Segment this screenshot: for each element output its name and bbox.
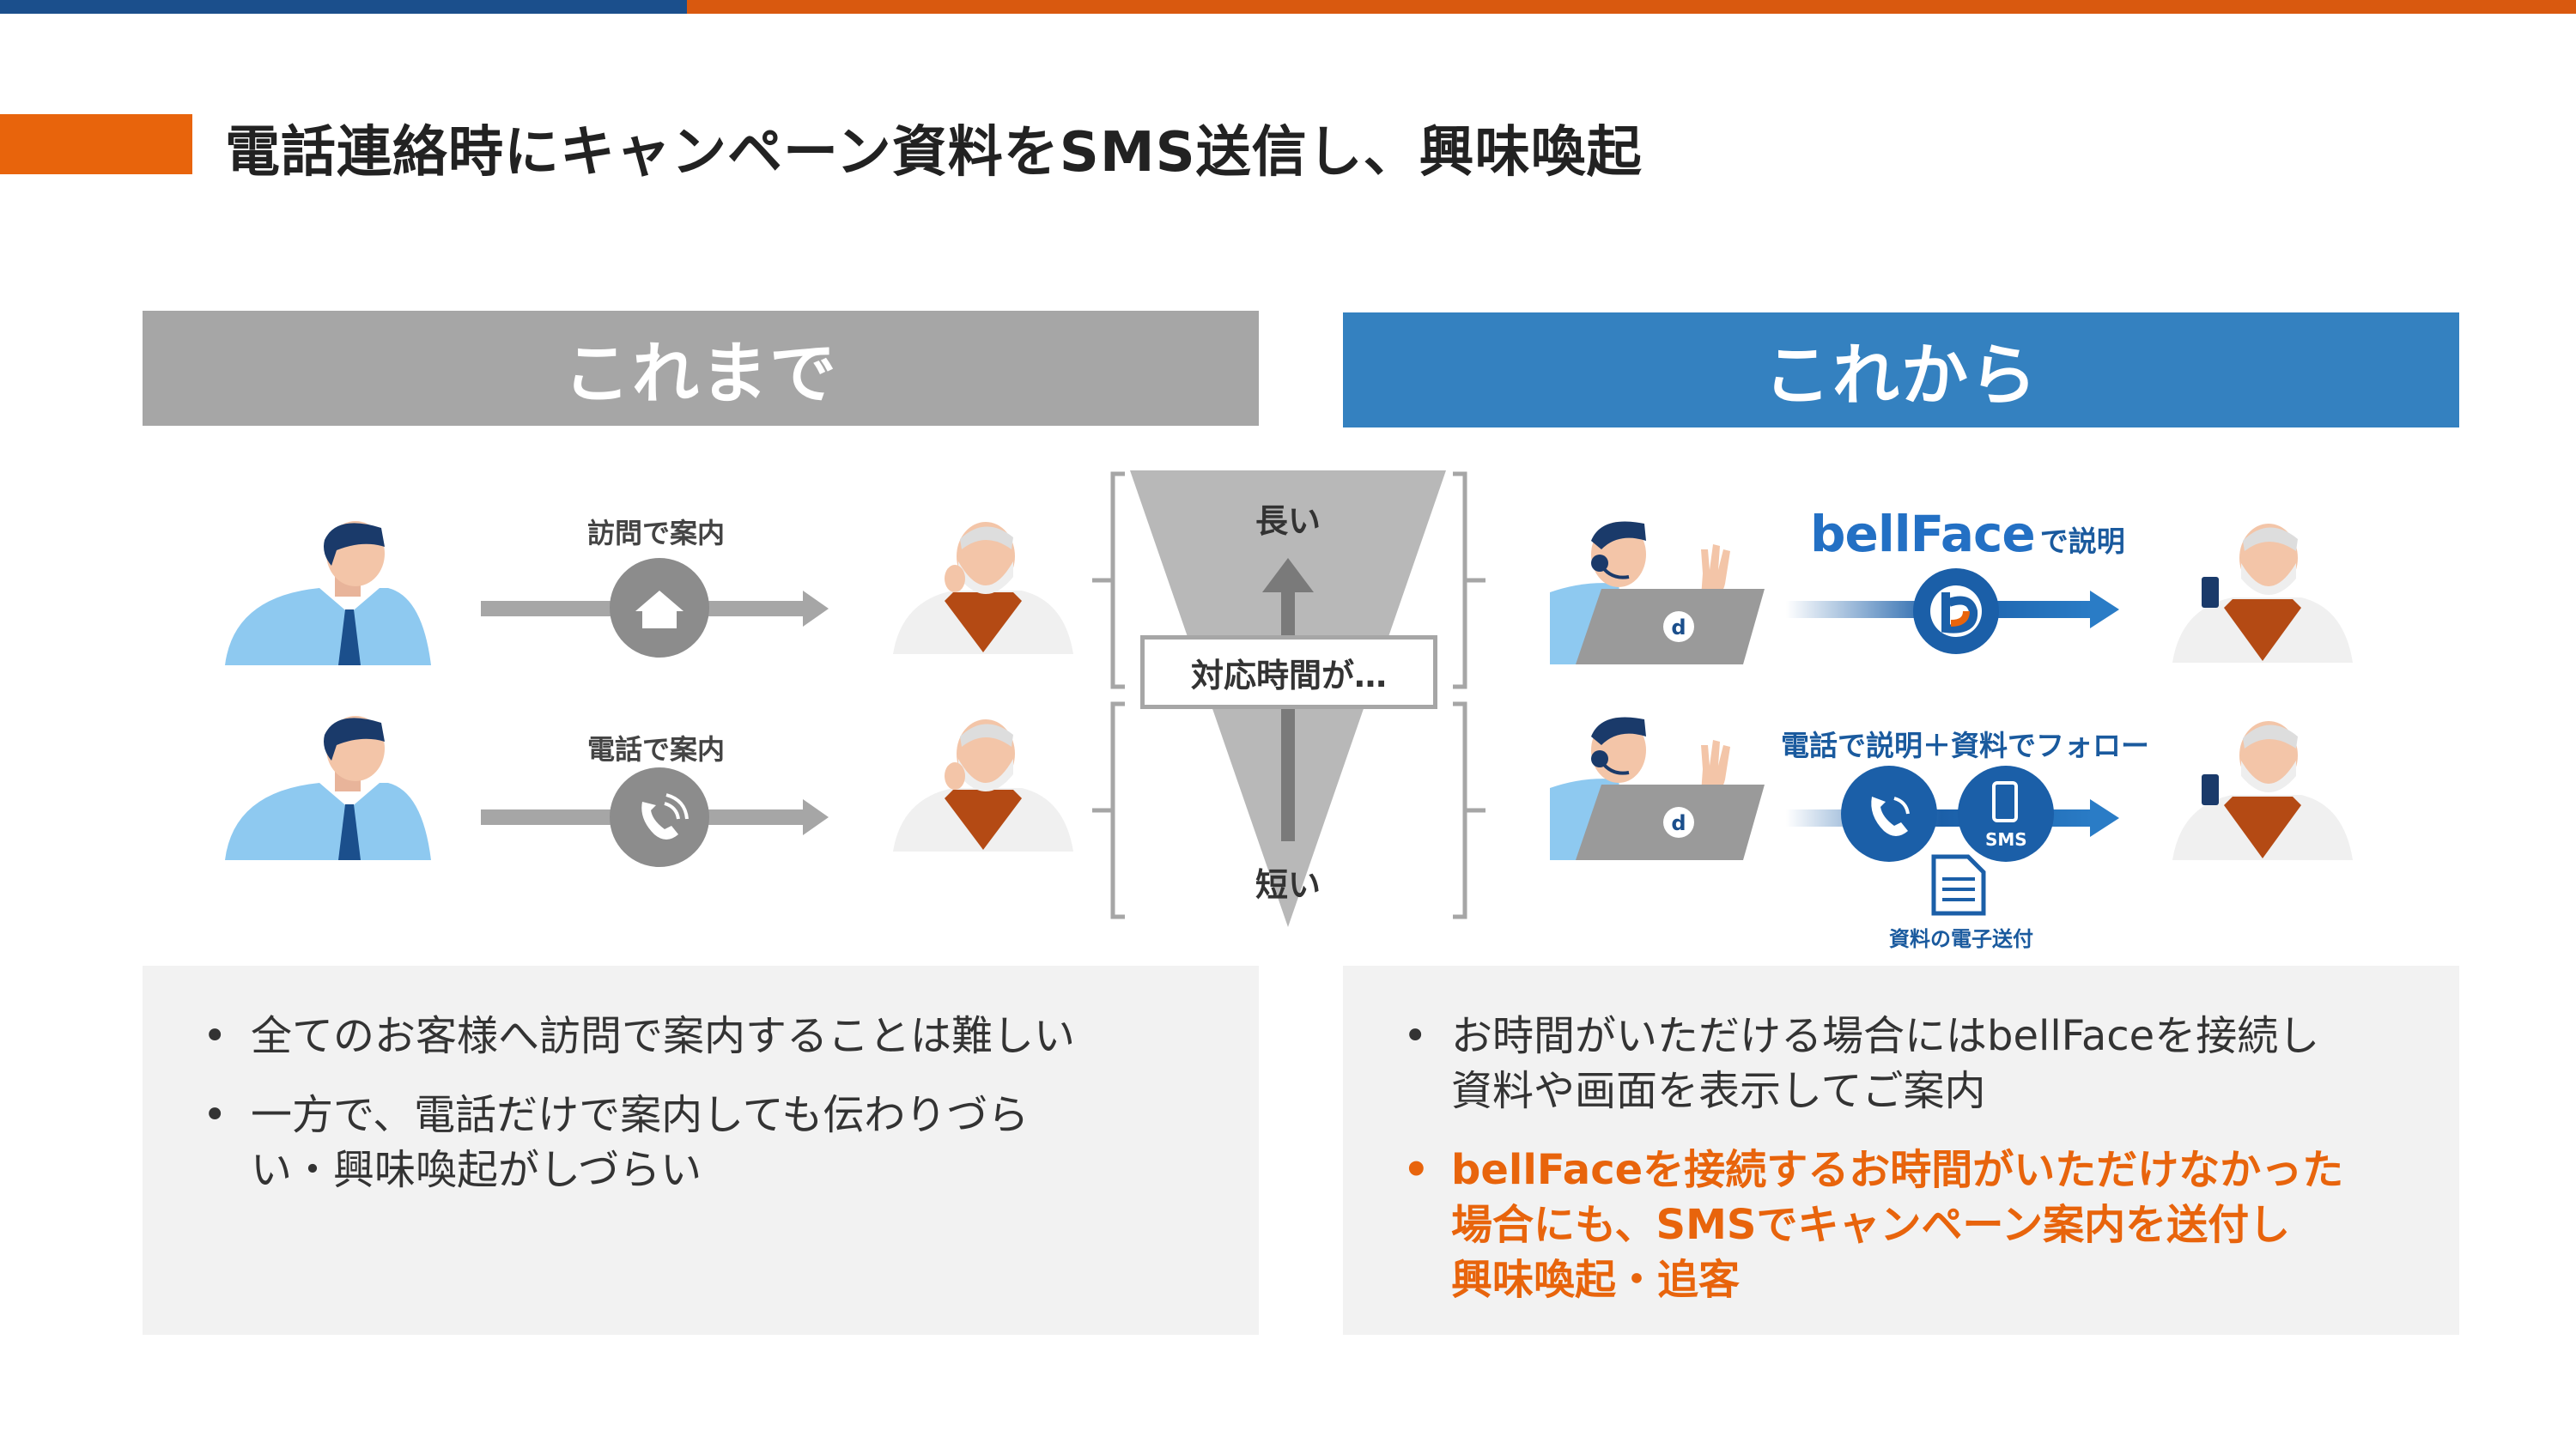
phone-label: 電話で案内 — [587, 733, 726, 766]
response-time-box: 対応時間が… — [1140, 635, 1437, 709]
arrow-bellface — [1786, 568, 2119, 654]
top-bar-orange — [687, 0, 2576, 14]
bullet-item-highlight: •bellFaceを接続するお時間がいただけなかった場合にも、SMSでキャンペー… — [1403, 1146, 2344, 1304]
bullet-item: •お時間がいただける場合にはbellFaceを接続し資料や画面を表示してご案内 — [1403, 1012, 2320, 1115]
bellface-explain: bellFace で説明 — [1810, 505, 2125, 563]
bullet-item: •全てのお客様へ訪問で案内することは難しい — [203, 1012, 1076, 1060]
short-label: 短い — [1255, 866, 1321, 904]
operator-icon: d — [1550, 717, 1765, 860]
title-accent-bar — [0, 114, 192, 174]
arrow-sms — [1786, 766, 2119, 862]
customer-icon — [893, 719, 1073, 852]
visit-label: 訪問で案内 — [587, 517, 726, 549]
document-send-label: 資料の電子送付 — [1889, 927, 2033, 951]
header-after: これから — [1343, 312, 2459, 427]
bellface-logo: bellFace — [1810, 505, 2036, 563]
header-before: これまで — [143, 311, 1259, 426]
svg-text:d: d — [1671, 811, 1686, 835]
bullet-item: •一方で、電話だけで案内しても伝わりづらい・興味喚起がしづらい — [203, 1091, 1030, 1194]
slide-title: 電話連絡時にキャンペーン資料をSMS送信し、興味喚起 — [225, 121, 1643, 185]
panel-before: •全てのお客様へ訪問で案内することは難しい •一方で、電話だけで案内しても伝わり… — [143, 966, 1259, 1335]
customer-icon — [893, 522, 1073, 654]
customer-icon — [2172, 721, 2353, 860]
long-label: 長い — [1255, 502, 1321, 540]
salesperson-icon — [225, 716, 431, 860]
phone-followup-label: 電話で説明＋資料でフォロー — [1781, 729, 2149, 762]
operator-icon: d — [1550, 521, 1765, 664]
before-bullets: •全てのお客様へ訪問で案内することは難しい •一方で、電話だけで案内しても伝わり… — [199, 1009, 1230, 1222]
document-icon — [1931, 854, 1986, 916]
after-bullets: •お時間がいただける場合にはbellFaceを接続し資料や画面を表示してご案内 … — [1400, 1009, 2447, 1331]
salesperson-icon — [225, 521, 431, 665]
customer-icon — [2172, 524, 2353, 663]
sms-label: SMS — [1985, 829, 2027, 850]
arrow-phone — [481, 767, 829, 867]
panel-after: •お時間がいただける場合にはbellFaceを接続し資料や画面を表示してご案内 … — [1343, 966, 2459, 1335]
brackets — [1092, 471, 1485, 919]
top-bar-blue — [0, 0, 704, 14]
explain-suffix: で説明 — [2039, 524, 2125, 558]
svg-text:d: d — [1671, 615, 1686, 640]
arrow-visit — [481, 558, 829, 658]
